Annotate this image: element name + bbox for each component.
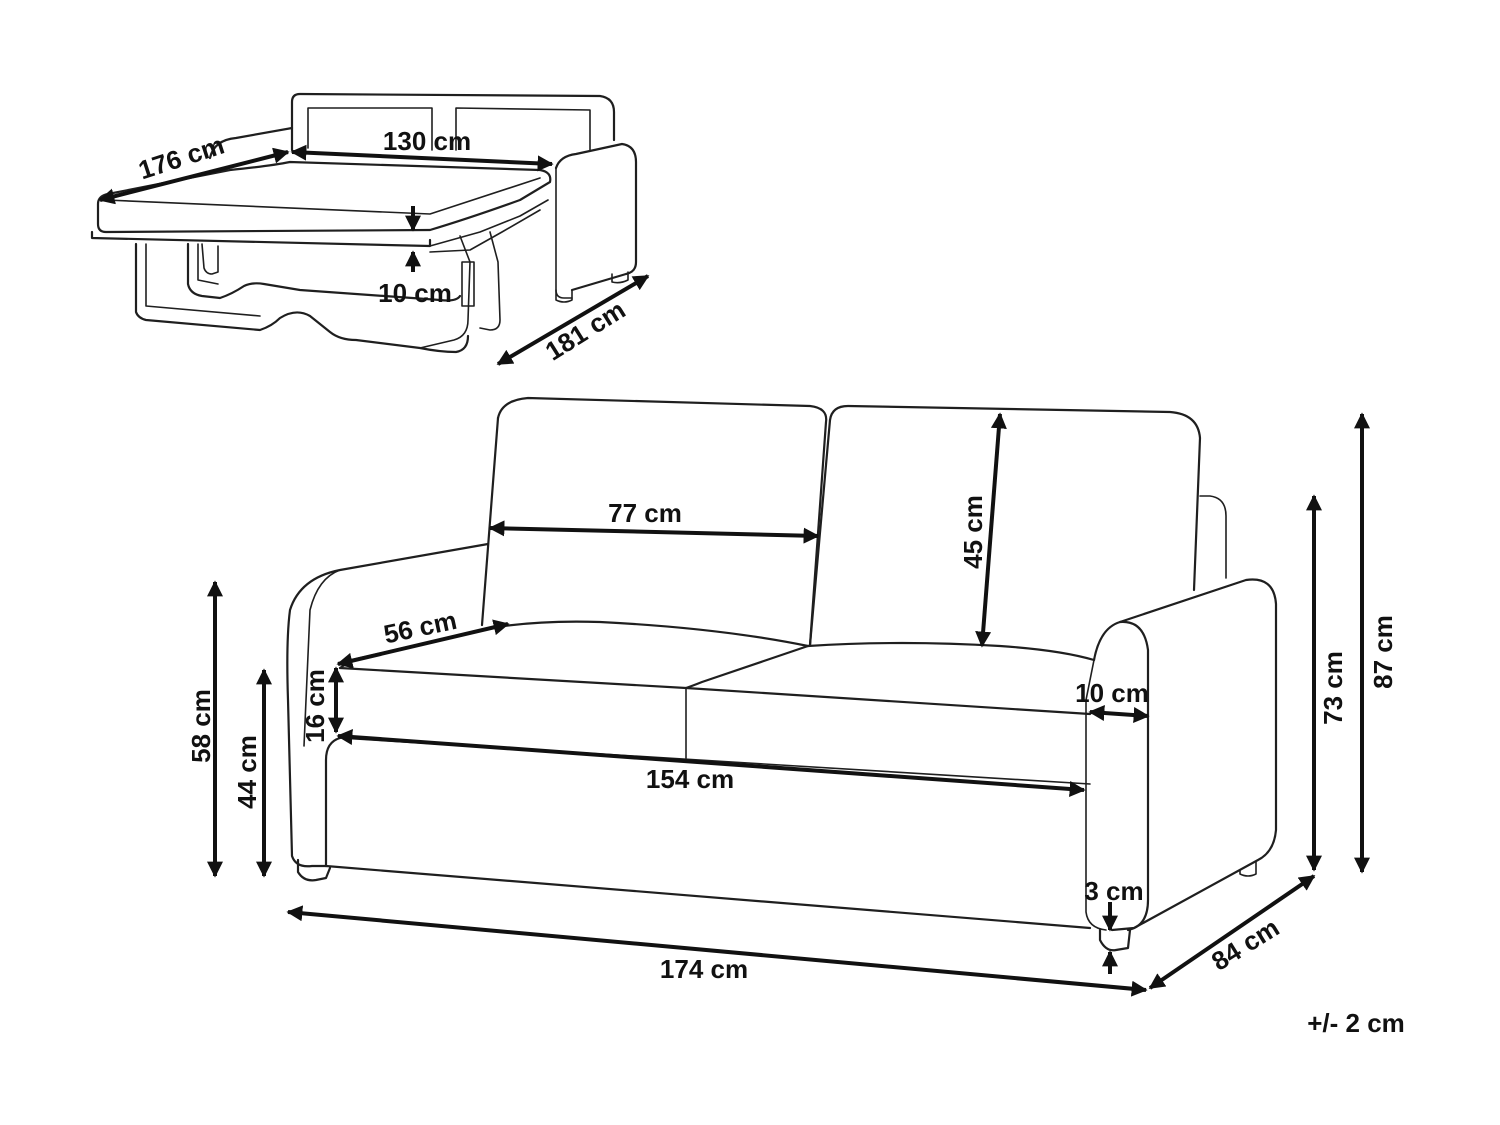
label-back-height: 73 cm [1318,651,1348,725]
label-backrest-width: 77 cm [608,498,682,528]
label-total-height: 87 cm [1368,615,1398,689]
sofa-bed-unfolded-drawing [90,92,638,354]
label-leg-height: 3 cm [1084,876,1143,906]
sofa-main-drawing [286,396,1278,952]
label-backrest-height: 45 cm [958,495,988,569]
label-arm-height: 58 cm [186,689,216,763]
label-bed-length: 176 cm [135,130,228,186]
label-total-width: 174 cm [660,954,748,984]
label-seat-width: 154 cm [646,764,734,794]
label-seat-height: 44 cm [232,735,262,809]
label-mattress-thickness: 10 cm [378,278,452,308]
label-bed-width: 130 cm [383,126,471,156]
label-cushion-height: 16 cm [300,669,330,743]
tolerance-note: +/- 2 cm [1307,1008,1405,1038]
dimension-arrows [98,144,1370,997]
label-arm-width: 10 cm [1075,678,1149,708]
